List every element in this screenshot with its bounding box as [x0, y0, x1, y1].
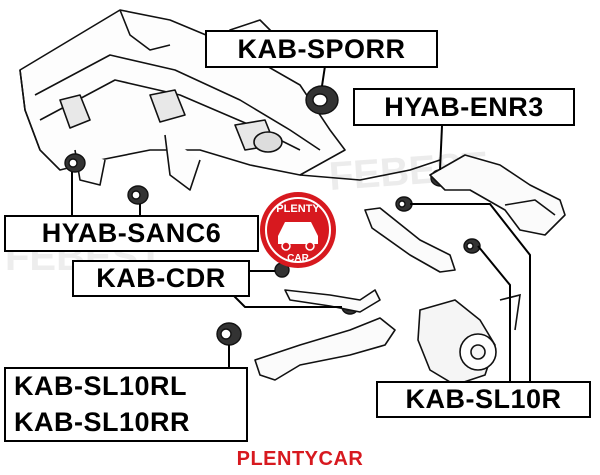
toe-link	[364, 207, 456, 273]
label-hyab-enr3: HYAB-ENR3	[353, 88, 575, 126]
upper-control-arm	[429, 154, 566, 236]
label-kab-sl10r: KAB-SL10R	[376, 381, 591, 418]
label-kab-sl10rl-rr: KAB-SL10RL KAB-SL10RR	[4, 367, 248, 442]
plentycar-logo: PLENTY CAR	[260, 192, 336, 268]
label-kab-sporr: KAB-SPORR	[205, 30, 438, 68]
subframe	[19, 9, 441, 191]
lower-control-arm	[254, 289, 396, 381]
label-hyab-sanc6: HYAB-SANC6	[4, 215, 259, 252]
label-kab-cdr: KAB-CDR	[72, 260, 250, 297]
car-icon	[278, 222, 318, 244]
label-kab-sl10rr: KAB-SL10RR	[14, 406, 191, 437]
footer-brand: PLENTYCAR	[236, 448, 364, 470]
label-kab-sl10rl: KAB-SL10RL	[14, 371, 188, 402]
knuckle-hub	[417, 293, 521, 386]
logo-text-top: PLENTY	[276, 203, 320, 215]
logo-text-bottom: CAR	[287, 253, 309, 264]
